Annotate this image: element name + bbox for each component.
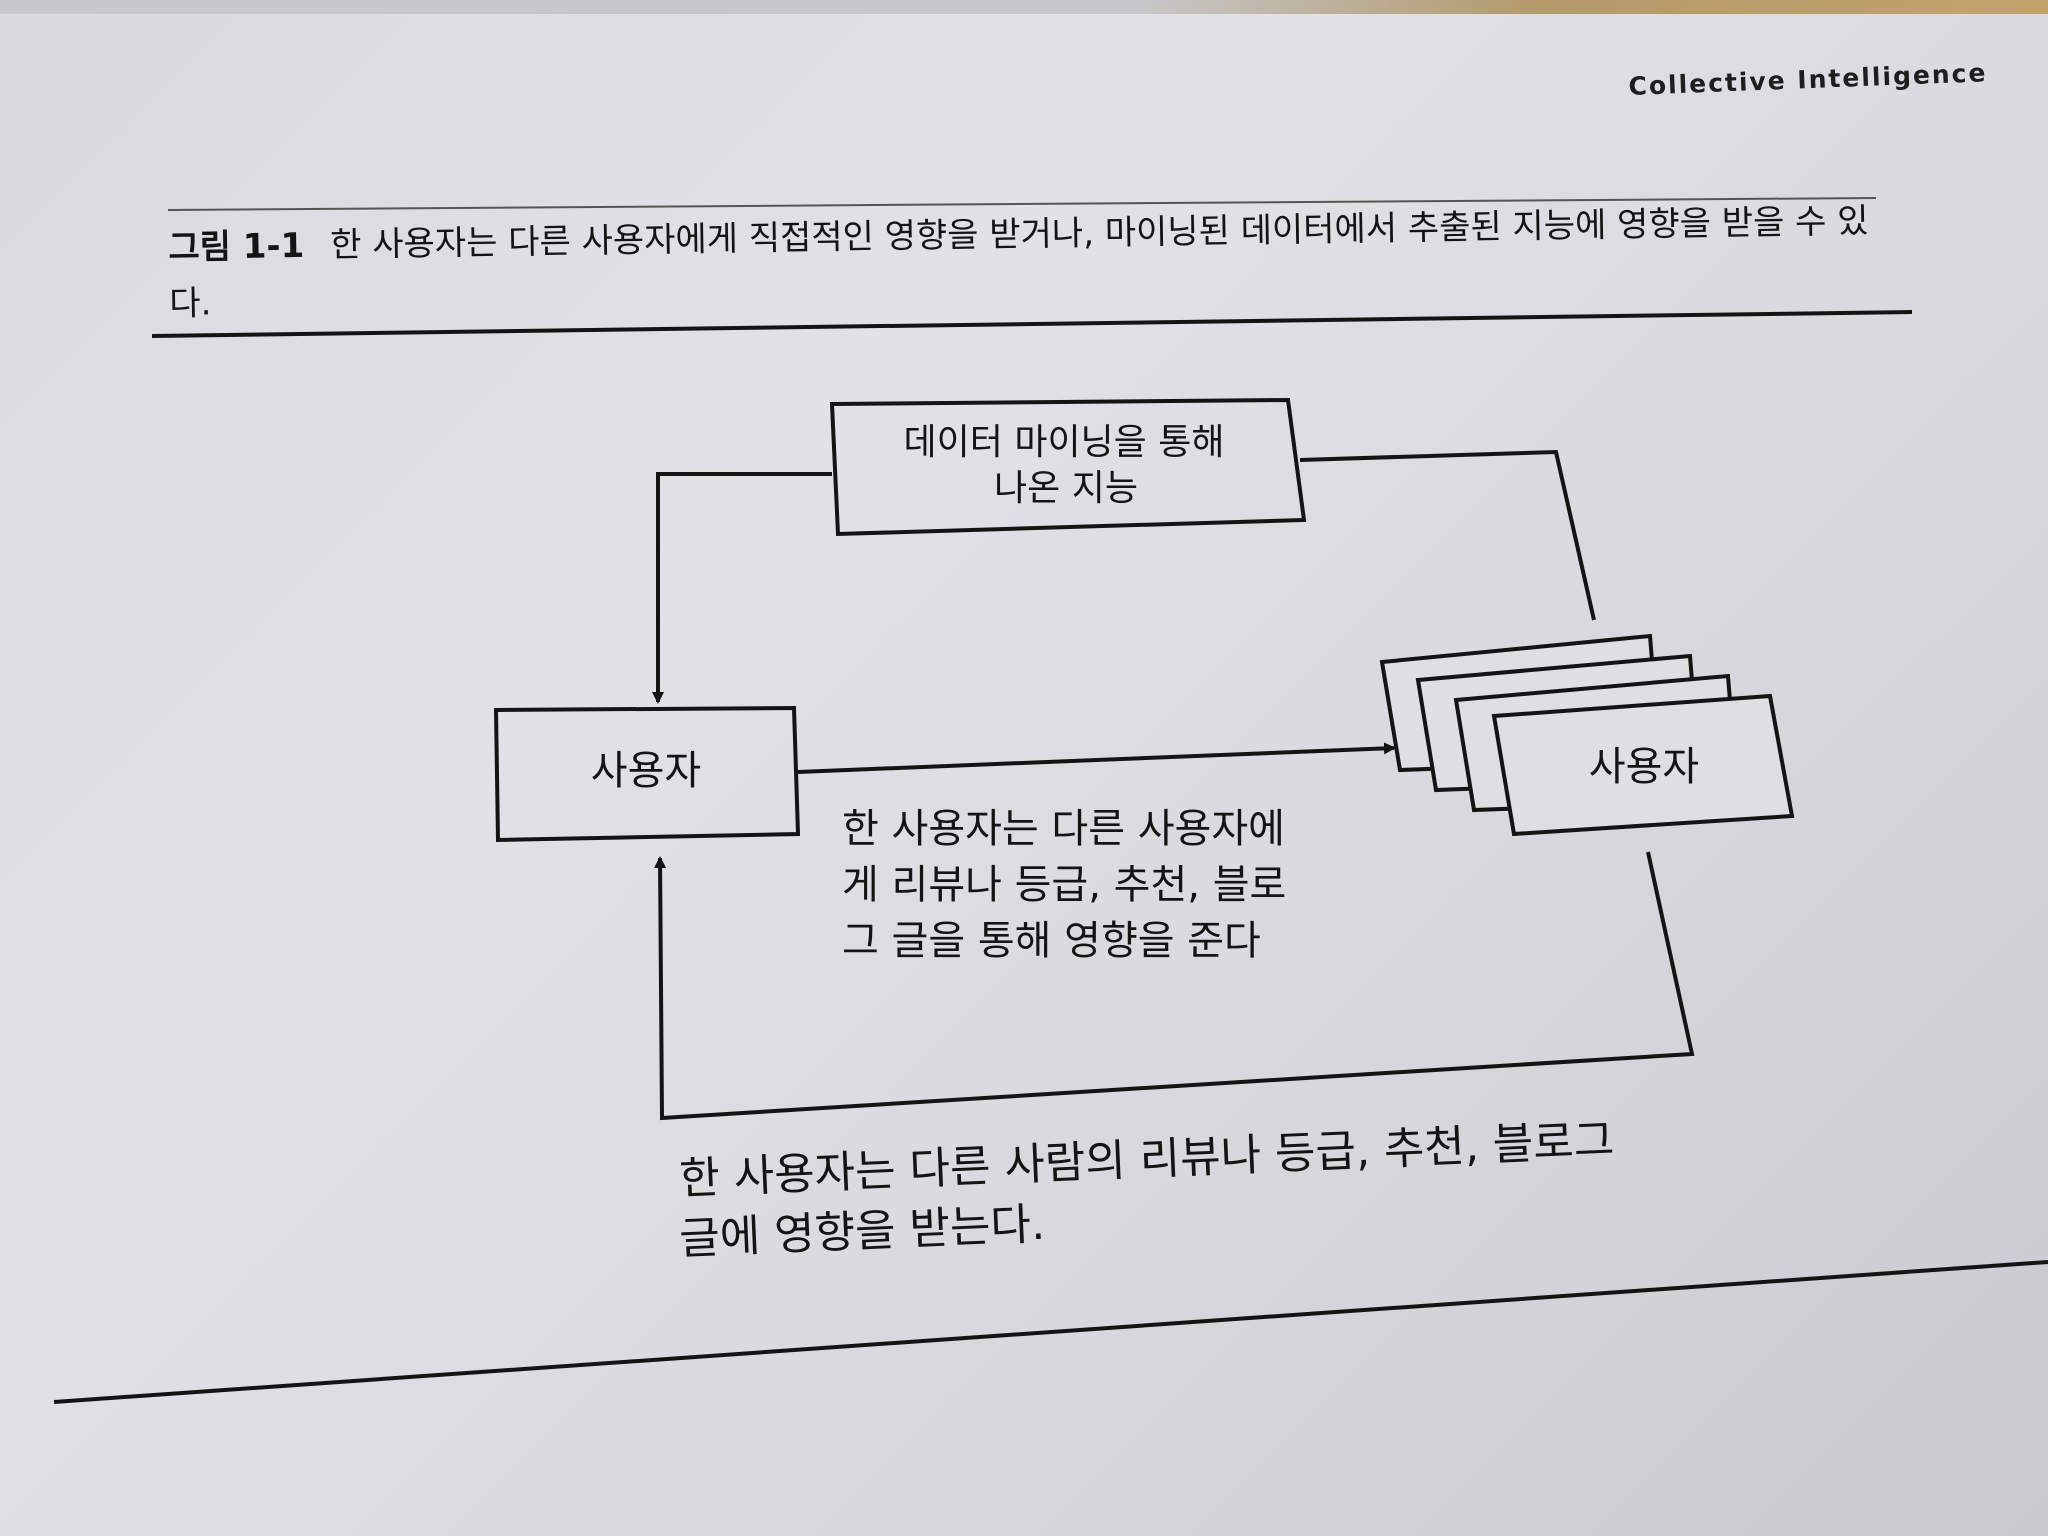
left-user-label: 사용자 — [591, 748, 701, 794]
middle-note-line3: 그 글을 통해 영향을 준다 — [842, 918, 1261, 964]
middle-note-line2: 게 리뷰나 등급, 추천, 블로 — [842, 862, 1286, 908]
right-user-label: 사용자 — [1589, 744, 1699, 790]
desk-edge — [0, 0, 2048, 14]
stacked-user-card-front — [1491, 693, 1795, 837]
mining-box-line1: 데이터 마이닝을 통해 — [904, 422, 1225, 463]
bottom-note-line2: 글에 영향을 받는다. — [678, 1199, 1046, 1265]
mining-to-user-arrow — [652, 472, 832, 704]
left-user-box: 사용자 — [493, 705, 801, 843]
caption-top-rule — [167, 197, 1877, 211]
user-to-users-arrow — [797, 742, 1396, 774]
users-to-user-feedback-arrow — [654, 851, 1695, 1121]
mining-to-users-line — [1299, 449, 1596, 621]
bottom-note: 한 사용자는 다른 사람의 리뷰나 등급, 추천, 블로그 글에 영향을 받는다… — [678, 1115, 1615, 1265]
stacked-user-boxes: 사용자 — [1379, 633, 1795, 837]
bottom-note-line1: 한 사용자는 다른 사람의 리뷰나 등급, 추천, 블로그 — [678, 1115, 1615, 1205]
mining-box: 데이터 마이닝을 통해 나온 지능 — [829, 397, 1307, 537]
page-bottom-rule — [53, 1260, 2048, 1404]
caption-bottom-rule — [151, 310, 1913, 338]
middle-note: 한 사용자는 다른 사용자에 게 리뷰나 등급, 추천, 블로 그 글을 통해 … — [842, 806, 1286, 964]
mining-box-line2: 나온 지능 — [994, 468, 1138, 509]
middle-note-line1: 한 사용자는 다른 사용자에 — [842, 806, 1285, 852]
